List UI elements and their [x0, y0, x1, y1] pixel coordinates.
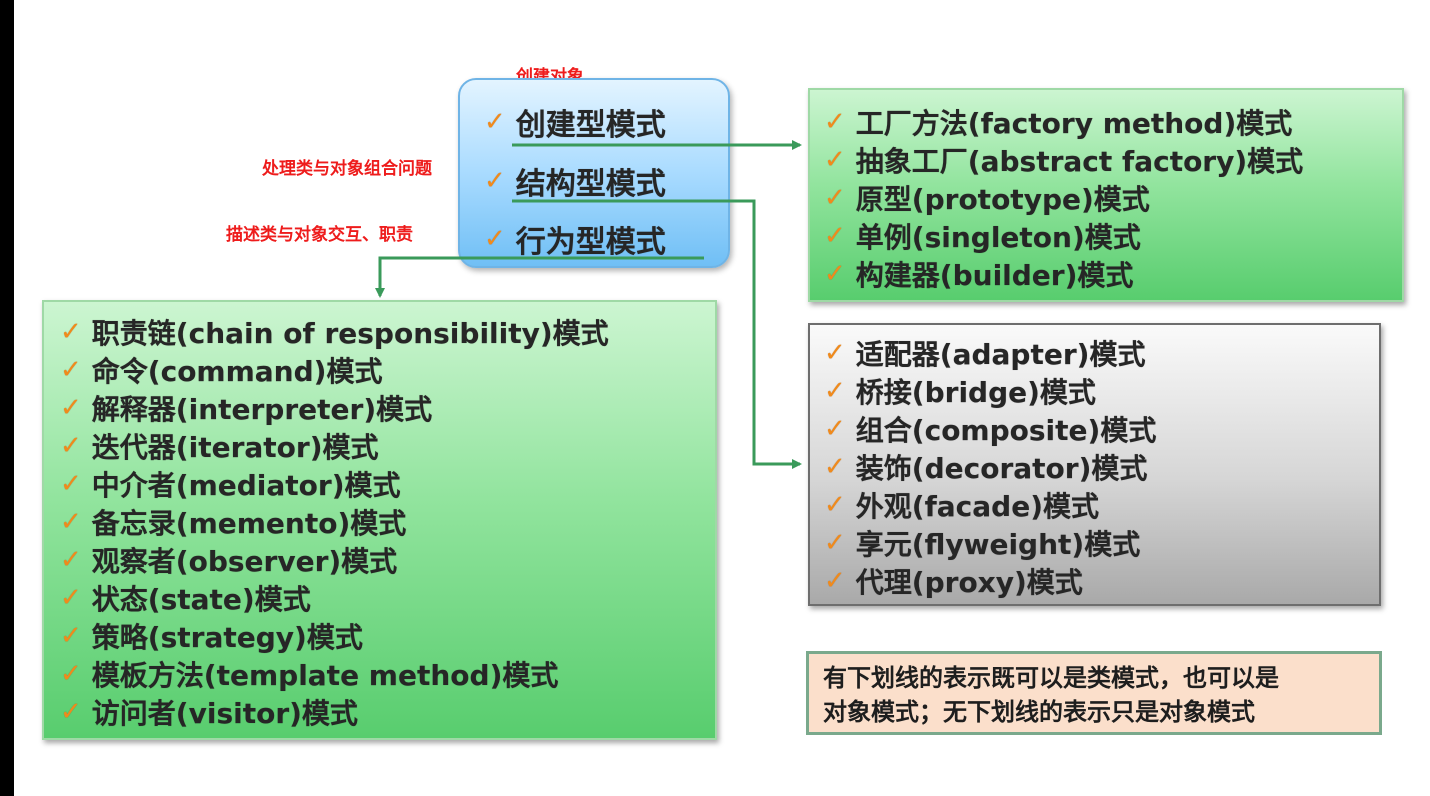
behavioral-pattern-item: ✓ 观察者(observer)模式	[60, 540, 397, 580]
check-icon: ✓	[60, 659, 82, 689]
check-icon: ✓	[60, 621, 82, 651]
creational-pattern-item: ✓ 抽象工厂(abstract factory)模式	[824, 140, 1303, 180]
check-icon: ✓	[824, 145, 846, 175]
check-icon: ✓	[60, 469, 82, 499]
creational-pattern-item: ✓ 原型(prototype)模式	[824, 178, 1150, 218]
pattern-label: 备忘录(memento)模式	[91, 507, 407, 540]
pattern-label: 命令(command)模式	[91, 355, 383, 388]
behavioral-pattern-item: ✓ 迭代器(iterator)模式	[60, 426, 379, 466]
structural-pattern-item: ✓ 装饰(decorator)模式	[824, 447, 1147, 487]
creational-pattern-item: ✓ 工厂方法(factory method)模式	[824, 102, 1292, 142]
check-icon: ✓	[60, 431, 82, 461]
check-icon: ✓	[824, 452, 846, 482]
note-line-1: 有下划线的表示既可以是类模式，也可以是	[823, 664, 1279, 692]
check-icon: ✓	[824, 259, 846, 289]
pattern-label: 组合(composite)模式	[855, 414, 1157, 447]
structural-pattern-item: ✓ 享元(flyweight)模式	[824, 523, 1140, 563]
behavioral-pattern-item: ✓ 状态(state)模式	[60, 578, 311, 618]
check-icon: ✓	[824, 221, 846, 251]
pattern-label: 代理(proxy)模式	[855, 566, 1083, 599]
pattern-label: 访问者(visitor)模式	[91, 697, 358, 730]
check-icon: ✓	[484, 107, 506, 137]
behavioral-pattern-item: ✓ 访问者(visitor)模式	[60, 692, 358, 732]
category-label: 创建型模式	[515, 108, 666, 143]
label-structural-purpose: 处理类与对象组合问题	[262, 159, 432, 179]
category-behavioral: ✓ 行为型模式	[484, 217, 666, 261]
pattern-label: 职责链(chain of responsibility)模式	[91, 317, 609, 350]
label-behavioral-purpose: 描述类与对象交互、职责	[226, 225, 413, 245]
pattern-label: 策略(strategy)模式	[91, 621, 363, 654]
check-icon: ✓	[60, 393, 82, 423]
pattern-label: 模板方法(template method)模式	[91, 659, 559, 692]
pattern-label: 中介者(mediator)模式	[91, 469, 401, 502]
structural-pattern-item: ✓ 组合(composite)模式	[824, 409, 1156, 449]
check-icon: ✓	[60, 355, 82, 385]
check-icon: ✓	[60, 545, 82, 575]
creational-pattern-item: ✓ 单例(singleton)模式	[824, 216, 1141, 256]
pattern-label: 享元(flyweight)模式	[855, 528, 1141, 561]
structural-pattern-item: ✓ 外观(facade)模式	[824, 485, 1099, 525]
check-icon: ✓	[824, 183, 846, 213]
pattern-label: 状态(state)模式	[91, 583, 311, 616]
check-icon: ✓	[60, 507, 82, 537]
check-icon: ✓	[484, 224, 506, 254]
pattern-label: 桥接(bridge)模式	[855, 376, 1096, 409]
category-structural: ✓ 结构型模式	[484, 159, 666, 203]
behavioral-pattern-item: ✓ 备忘录(memento)模式	[60, 502, 406, 542]
structural-patterns-box: ✓ 适配器(adapter)模式 ✓ 桥接(bridge)模式 ✓ 组合(composit…	[808, 323, 1381, 606]
pattern-category-box: ✓ 创建型模式 ✓ 结构型模式 ✓ 行为型模式	[458, 78, 730, 268]
structural-pattern-item: ✓ 适配器(adapter)模式	[824, 333, 1145, 373]
behavioral-pattern-item: ✓ 解释器(interpreter)模式	[60, 388, 432, 428]
creational-pattern-item: ✓ 构建器(builder)模式	[824, 254, 1133, 294]
check-icon: ✓	[824, 528, 846, 558]
creational-patterns-box: ✓ 工厂方法(factory method)模式 ✓ 抽象工厂(abstract fa…	[808, 88, 1404, 302]
behavioral-pattern-item: ✓ 策略(strategy)模式	[60, 616, 363, 656]
check-icon: ✓	[60, 583, 82, 613]
pattern-label: 迭代器(iterator)模式	[91, 431, 379, 464]
pattern-label: 抽象工厂(abstract factory)模式	[855, 145, 1304, 178]
check-icon: ✓	[824, 490, 846, 520]
check-icon: ✓	[60, 697, 82, 727]
behavioral-pattern-item: ✓ 职责链(chain of responsibility)模式	[60, 312, 609, 352]
check-icon: ✓	[824, 107, 846, 137]
check-icon: ✓	[824, 566, 846, 596]
pattern-label: 适配器(adapter)模式	[855, 338, 1146, 371]
check-icon: ✓	[60, 317, 82, 347]
check-icon: ✓	[824, 376, 846, 406]
pattern-label: 解释器(interpreter)模式	[91, 393, 433, 426]
category-creational: ✓ 创建型模式	[484, 100, 666, 144]
check-icon: ✓	[484, 166, 506, 196]
pattern-label: 装饰(decorator)模式	[855, 452, 1148, 485]
check-icon: ✓	[824, 414, 846, 444]
left-black-bar	[0, 0, 14, 796]
pattern-label: 原型(prototype)模式	[855, 183, 1150, 216]
behavioral-pattern-item: ✓ 中介者(mediator)模式	[60, 464, 401, 504]
category-label: 行为型模式	[515, 225, 666, 260]
pattern-label: 构建器(builder)模式	[855, 259, 1134, 292]
pattern-label: 工厂方法(factory method)模式	[855, 107, 1293, 140]
category-label: 结构型模式	[515, 167, 666, 202]
behavioral-patterns-box: ✓ 职责链(chain of responsibility)模式 ✓ 命令(comma…	[42, 300, 717, 740]
behavioral-pattern-item: ✓ 命令(command)模式	[60, 350, 382, 390]
note-box: 有下划线的表示既可以是类模式，也可以是 对象模式；无下划线的表示只是对象模式	[806, 651, 1382, 735]
structural-pattern-item: ✓ 代理(proxy)模式	[824, 561, 1083, 601]
pattern-label: 观察者(observer)模式	[91, 545, 398, 578]
behavioral-pattern-item: ✓ 模板方法(template method)模式	[60, 654, 558, 694]
pattern-label: 外观(facade)模式	[855, 490, 1099, 523]
structural-pattern-item: ✓ 桥接(bridge)模式	[824, 371, 1096, 411]
check-icon: ✓	[824, 338, 846, 368]
note-line-2: 对象模式；无下划线的表示只是对象模式	[823, 698, 1255, 726]
pattern-label: 单例(singleton)模式	[855, 221, 1141, 254]
